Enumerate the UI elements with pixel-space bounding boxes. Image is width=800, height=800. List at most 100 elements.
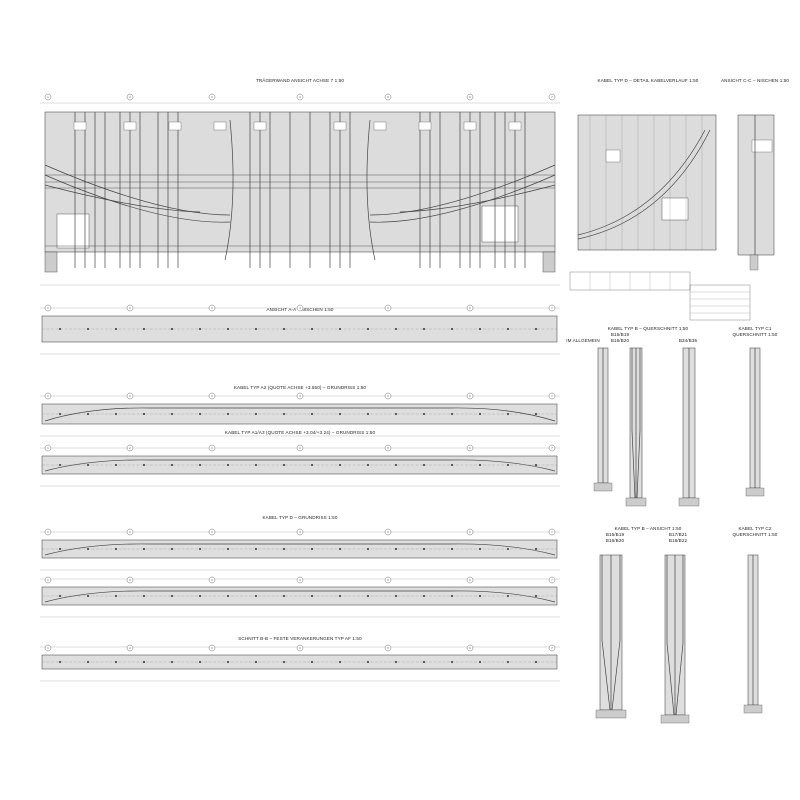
svg-text:5: 5 [387,95,389,99]
title-view-cc: ANSICHT C-C – NISCHEN 1:50 [721,78,789,83]
svg-text:1: 1 [47,394,49,398]
plan-a1a3-strip [40,447,560,487]
svg-text:4: 4 [299,95,301,99]
svg-text:5: 5 [387,306,389,310]
axis-marker: 3 [208,576,216,584]
axis-marker: 4 [296,304,304,312]
axis-marker: 7 [548,93,556,101]
axis-marker: 3 [208,644,216,652]
svg-text:2: 2 [129,578,131,582]
view-aa-strip [40,307,560,355]
svg-text:7: 7 [551,306,553,310]
view-b17-b21 [660,554,690,724]
axis-marker: 3 [208,93,216,101]
axis-marker: 6 [466,528,474,536]
title-section-c1-sub: QUERSCHNITT 1:50 [733,332,778,337]
axis-marker: 6 [466,304,474,312]
axis-marker: 4 [296,576,304,584]
svg-text:2: 2 [129,530,131,534]
anchor-pocket [508,121,522,131]
axis-marker: 6 [466,444,474,452]
anchor-pocket [253,121,267,131]
anchor-pocket [213,121,227,131]
svg-text:6: 6 [469,394,471,398]
svg-text:3: 3 [211,530,213,534]
schedule-table [569,271,751,321]
axis-marker: 6 [466,93,474,101]
axis-marker: 2 [126,444,134,452]
title-main-elevation: TRÄGERWAND ANSICHT ACHSE 7 1:50 [256,77,344,83]
axis-marker: 7 [548,528,556,536]
axis-marker: 5 [384,528,392,536]
svg-text:3: 3 [211,646,213,650]
svg-text:1: 1 [47,95,49,99]
svg-text:3: 3 [211,306,213,310]
svg-text:6: 6 [469,446,471,450]
axis-marker: 1 [44,576,52,584]
axis-marker: 7 [548,644,556,652]
svg-text:5: 5 [387,578,389,582]
axis-marker: 1 [44,444,52,452]
axis-marker: 7 [548,576,556,584]
niche-right [481,205,519,243]
axis-marker: 1 [44,644,52,652]
svg-text:6: 6 [469,578,471,582]
view-b15-b19 [595,554,627,719]
svg-text:5: 5 [387,446,389,450]
axis-marker: 3 [208,392,216,400]
axis-marker: 2 [126,644,134,652]
svg-text:5: 5 [387,394,389,398]
anchor-pocket [123,121,137,131]
label-b16-b20-view: B16/B20 [606,538,625,543]
axis-marker: 7 [548,392,556,400]
section-c2 [743,554,763,714]
title-section-c2: KABEL TYP C2 [738,526,771,531]
axis-marker: 5 [384,644,392,652]
section-b-general [593,347,613,492]
detail-d [577,114,717,251]
axis-marker: 7 [548,304,556,312]
axis-marker: 1 [44,392,52,400]
label-b18-b22-view: B18/B22 [669,538,688,543]
anchor-pocket [73,121,87,131]
axis-marker: 4 [296,392,304,400]
label-b15-b19: B15/B19 [611,332,630,337]
svg-text:4: 4 [299,306,301,310]
axis-marker: 4 [296,93,304,101]
svg-text:1: 1 [47,446,49,450]
title-section-c2-sub: QUERSCHNITT 1:50 [733,532,778,537]
cross-sections [593,347,765,724]
axis-marker: 2 [126,304,134,312]
plan-d-strip-1 [40,531,560,571]
axis-marker: 6 [466,392,474,400]
svg-text:4: 4 [299,646,301,650]
svg-text:6: 6 [469,530,471,534]
svg-text:3: 3 [211,394,213,398]
svg-text:7: 7 [551,646,553,650]
axis-marker: 1 [44,93,52,101]
title-section-c1: KABEL TYP C1 [738,326,771,331]
svg-text:2: 2 [129,394,131,398]
svg-text:7: 7 [551,446,553,450]
svg-text:1: 1 [47,530,49,534]
svg-text:5: 5 [387,530,389,534]
label-b17-b21-view: B17/B21 [669,532,688,537]
axis-marker: 1 [44,528,52,536]
label-im-allgemein: IM ALLGEMEIN [566,338,600,343]
svg-text:4: 4 [299,578,301,582]
plan-d-strip-2 [40,578,560,618]
anchor-pocket [168,121,182,131]
axis-marker: 5 [384,93,392,101]
anchor-pocket [418,121,432,131]
anchor-pocket [333,121,347,131]
svg-text:3: 3 [211,578,213,582]
title-detail-d: KABEL TYP D – DETAIL KABELVERLAUF 1:50 [598,78,699,83]
view-cc [737,114,775,271]
svg-text:2: 2 [129,446,131,450]
svg-text:4: 4 [299,446,301,450]
title-plan-d: KABEL TYP D – GRUNDRISS 1:50 [263,515,338,520]
axis-marker: 3 [208,528,216,536]
axis-marker: 2 [126,392,134,400]
axis-marker: 2 [126,528,134,536]
